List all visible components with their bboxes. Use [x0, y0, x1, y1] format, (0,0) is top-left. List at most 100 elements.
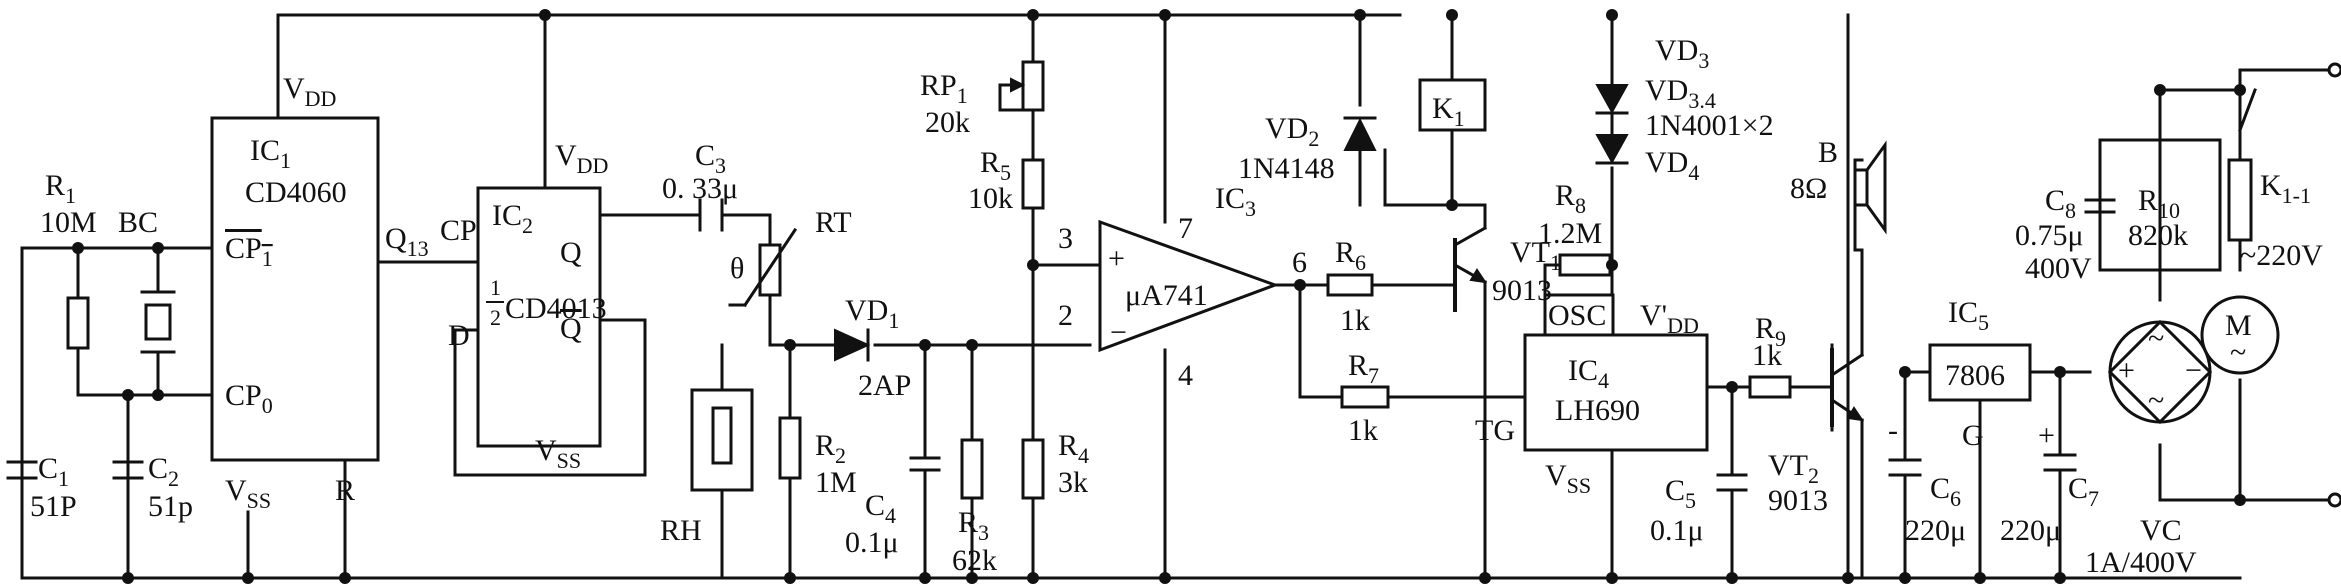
vt1-label: VT1 [1510, 236, 1561, 275]
r2-label: R2 [815, 429, 846, 468]
r3-resistor [960, 438, 984, 500]
pin4-label: 4 [1178, 359, 1193, 392]
vd2-diode [1343, 116, 1377, 151]
minus-label: − [1110, 316, 1127, 349]
ic1-label: IC1 [250, 134, 291, 173]
c3-capacitor [698, 198, 724, 232]
vd3-diode [1595, 84, 1629, 115]
c3-label: C3 [695, 139, 726, 178]
osc-label: OSC [1548, 299, 1606, 332]
r9-value: 1k [1752, 339, 1782, 372]
c7-value: 220μ [2000, 514, 2061, 547]
wires [20, 13, 2341, 580]
osc-box [1543, 293, 1615, 337]
rh-element [711, 406, 733, 465]
vt2-label: VT2 [1768, 449, 1819, 488]
bridge-plus: + [2118, 354, 2135, 387]
cp-label: CP [440, 214, 477, 247]
r4-label: R4 [1058, 429, 1089, 468]
vd1-part: 2AP [858, 369, 911, 402]
c1-value: 51P [30, 490, 77, 523]
r4-value: 3k [1058, 466, 1088, 499]
half-num: 1 [490, 275, 501, 300]
r2-value: 1M [815, 466, 857, 499]
rh-label: RH [660, 514, 702, 547]
vt2-emitter-arrow [1846, 406, 1865, 422]
qbar-label: Q [560, 312, 582, 345]
vd2-label: VD2 [1265, 112, 1319, 151]
vd1-diode [834, 328, 871, 362]
r8-resistor [1558, 253, 1612, 277]
c8-capacitor [2084, 198, 2116, 214]
bridge-tilde-bottom: ~ [2148, 384, 2164, 417]
r7-resistor [1340, 385, 1390, 409]
ac-label: ~220V [2240, 239, 2323, 272]
c5-value: 0.1μ [1650, 514, 1704, 547]
rt-label: RT [815, 206, 852, 239]
c5-capacitor [1716, 473, 1748, 492]
ic2-label: IC2 [492, 199, 533, 238]
vss1-label: VSS [225, 474, 271, 513]
b-label: B [1818, 136, 1838, 169]
pin2-label: 2 [1058, 299, 1073, 332]
c8-label: C8 [2045, 184, 2076, 223]
r8-label: R8 [1555, 179, 1586, 218]
bc-crystal [140, 290, 176, 354]
rp1-value: 20k [925, 106, 970, 139]
ic3-opamp [1098, 219, 1280, 353]
ic3-label: IC3 [1215, 182, 1256, 221]
bc-label: BC [118, 206, 158, 239]
k1-label: K1 [1432, 92, 1465, 131]
d-label: D [448, 319, 470, 352]
rp1-label: RP1 [920, 69, 968, 108]
ic5-label: IC5 [1948, 296, 1989, 335]
c2-value: 51p [148, 490, 193, 523]
r1-value: 10M [40, 206, 97, 239]
vss3-label: VSS [1545, 459, 1591, 498]
c8-value: 0.75μ [2015, 219, 2084, 252]
rt-thermistor [728, 227, 798, 308]
half-den: 2 [490, 305, 501, 330]
ic3-part: μA741 [1125, 279, 1208, 312]
r7-value: 1k [1348, 414, 1378, 447]
r4-resistor [1021, 438, 1045, 500]
k11-label: K1-1 [2260, 169, 2311, 208]
ic4-part: LH690 [1555, 394, 1640, 427]
vd3-label: VD3 [1655, 34, 1709, 73]
bridge-tilde-top: ~ [2148, 322, 2164, 355]
vt2-part: 9013 [1768, 484, 1828, 517]
vdd2-label: VDD [555, 139, 608, 178]
c1-label: C1 [38, 452, 69, 491]
vss2-label: VSS [535, 434, 581, 473]
ic4-label: IC4 [1568, 354, 1609, 393]
bridge-minus: − [2185, 354, 2202, 387]
c8-volt: 400V [2025, 252, 2092, 285]
b-value: 8Ω [1790, 172, 1827, 205]
theta-label: θ [730, 252, 744, 285]
vd4-diode [1595, 134, 1629, 165]
pin6-label: 6 [1292, 246, 1307, 279]
ic2-box [476, 186, 602, 448]
vc-value: 1A/400V [2085, 546, 2197, 579]
speaker-icon [1853, 140, 1887, 235]
ic5-g: G [1962, 419, 1984, 452]
c6-label: C6 [1930, 472, 1961, 511]
cp0-label: CP0 [225, 379, 273, 418]
motor-tilde: ~ [2230, 336, 2246, 369]
c7-plus: + [2038, 419, 2055, 452]
ic2-part: CD4013 [505, 292, 607, 325]
vd2-part: 1N4148 [1238, 152, 1335, 185]
c5-label: C5 [1665, 474, 1696, 513]
c2-capacitor [112, 460, 144, 480]
rp1-resistor [1021, 60, 1045, 112]
rp1-arrow [1010, 77, 1026, 93]
c7-capacitor [2043, 453, 2077, 472]
r5-resistor [1021, 158, 1045, 210]
r10-label: R10 [2138, 184, 2180, 223]
c2-label: C2 [148, 452, 179, 491]
c7-label: C7 [2068, 472, 2099, 511]
r10-value: 820k [2128, 219, 2188, 252]
r3-label: R3 [958, 506, 989, 545]
ic4-box [1523, 333, 1709, 452]
labels: R1 10M BC C1 51P C2 51p VDD IC1 CD4060 C… [30, 34, 2323, 579]
